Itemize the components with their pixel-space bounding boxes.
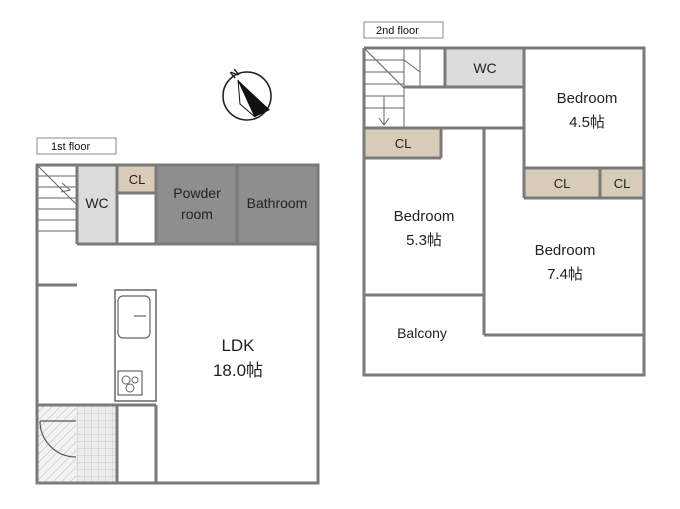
first-floor-tag-box: [36, 137, 117, 155]
ldk-label: LDK: [221, 336, 255, 355]
bedroom-a-size: 4.5帖: [569, 114, 605, 131]
second-cl-left-room: [524, 168, 600, 198]
second-floor-tag-box: [363, 21, 444, 39]
second-cl-stair-label: CL: [395, 136, 412, 151]
compass-north-icon: N: [222, 67, 272, 121]
first-floor-walls: [35, 163, 320, 485]
second-wc-room: [445, 48, 524, 87]
sink-icon: [117, 295, 151, 339]
second-wc-label: WC: [473, 60, 496, 76]
first-floor-tag: 1st floor: [51, 141, 90, 153]
first-cl-room: [117, 165, 156, 193]
second-floor-plan: 2nd floor: [362, 21, 646, 377]
bedroom-c-label: Bedroom: [535, 242, 596, 259]
powder-room: [157, 165, 237, 244]
first-wc-label: WC: [85, 195, 108, 211]
second-cl-right-room: [600, 168, 644, 198]
stove-icon: [117, 370, 143, 396]
second-cl-right-label: CL: [614, 176, 631, 191]
bedroom-b-label: Bedroom: [394, 208, 455, 225]
entrance-hatch: [37, 405, 76, 483]
bathroom-room: [238, 165, 318, 244]
ldk-size: 18.0帖: [213, 361, 263, 380]
first-wc-room: [77, 165, 117, 244]
second-cl-left-label: CL: [554, 176, 571, 191]
powder-label-line2: room: [181, 206, 213, 222]
first-floor-plan: 1st floor: [35, 137, 320, 485]
first-cl-label: CL: [129, 172, 146, 187]
bedroom-c-size: 7.4帖: [547, 266, 583, 283]
second-cl-stair-room: [364, 128, 441, 158]
bedroom-a-label: Bedroom: [557, 90, 618, 107]
second-floor-tag: 2nd floor: [376, 25, 419, 37]
entrance-door: [39, 420, 77, 458]
bedroom-b-size: 5.3帖: [406, 232, 442, 249]
second-floor-walls: [362, 46, 646, 377]
first-floor-stairs: [36, 164, 78, 232]
balcony-label: Balcony: [397, 325, 447, 341]
entrance-tiles: [76, 405, 117, 483]
powder-label-line1: Powder: [173, 185, 221, 201]
bathroom-label: Bathroom: [247, 195, 308, 211]
kitchen-counter: [114, 289, 157, 402]
